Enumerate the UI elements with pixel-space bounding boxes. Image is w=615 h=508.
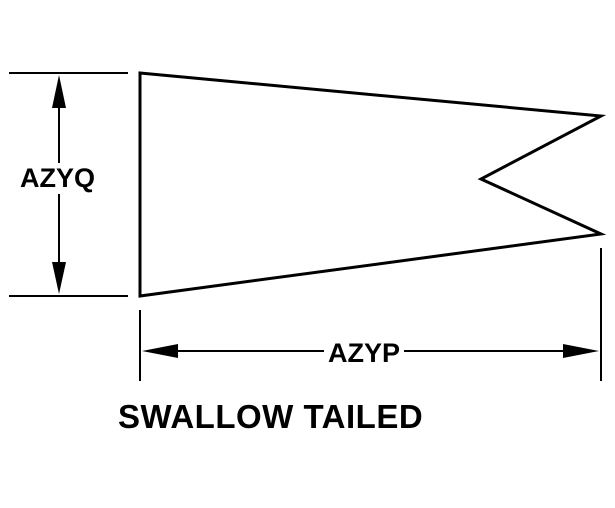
height-dimension-label: AZYQ [16,163,100,194]
height-arrow-bottom [52,262,66,294]
swallow-tailed-shape [138,71,607,298]
width-arrow-left [142,344,178,358]
diagram-caption: SWALLOW TAILED [118,398,424,435]
width-arrow-right [563,344,599,358]
height-arrow-top [52,75,66,108]
width-dimension-label: AZYP [324,338,405,369]
